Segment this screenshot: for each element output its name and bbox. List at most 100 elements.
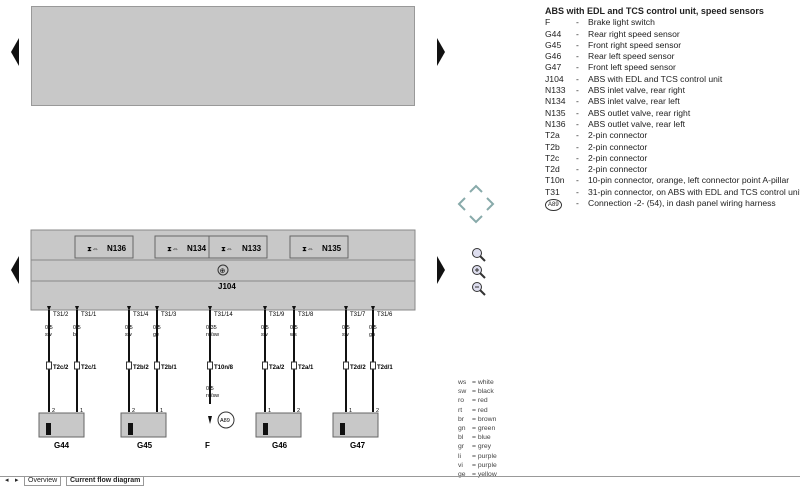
legend-dash: - <box>576 198 579 209</box>
legend-item: T2c-2-pin connector <box>545 153 800 164</box>
color-code-item: ro = red <box>458 396 497 405</box>
legend-dash: - <box>576 28 579 39</box>
zoom-in-icon[interactable] <box>471 264 487 280</box>
legend-description: 2-pin connector <box>588 164 648 175</box>
legend-description: 2-pin connector <box>588 152 648 163</box>
pin-number: 2 <box>52 408 55 414</box>
color-abbr: ro <box>458 397 465 405</box>
legend-code: T2d <box>545 164 560 175</box>
connector-label: T2b/2 <box>133 365 149 371</box>
wire-size: 0,35 <box>206 325 217 331</box>
pin-number: 2 <box>132 408 135 414</box>
legend-code: N135 <box>545 107 566 118</box>
next-page-icon[interactable] <box>437 38 445 66</box>
pin-label: T31/7 <box>350 312 366 318</box>
pin-arrow-icon <box>155 306 159 311</box>
connector-symbol <box>46 361 52 370</box>
pin-arrow-icon <box>47 306 51 311</box>
legend-item: N135-ABS outlet valve, rear right <box>545 108 800 119</box>
wire-color: ro/sw <box>206 393 219 399</box>
color-abbr: gn <box>458 425 466 433</box>
pin-arrow-icon <box>292 306 296 311</box>
component-g44: G44 <box>38 412 85 450</box>
component-label: G45 <box>137 441 153 450</box>
previous-page-icon[interactable] <box>11 38 19 66</box>
legend-dash: - <box>576 118 579 129</box>
valve-label: N133 <box>242 244 262 253</box>
wire-size: 0,5 <box>125 325 133 331</box>
legend-dash: - <box>576 96 579 107</box>
pin-label: T31/14 <box>214 312 233 318</box>
color-code-item: bl= blue <box>458 433 497 442</box>
legend-description: Connection -2- (54), in dash panel wirin… <box>588 198 776 209</box>
connection-a89-circle <box>217 411 235 429</box>
pin-arrow-icon <box>344 306 348 311</box>
tab-current-flow-diagram[interactable]: Current flow diagram <box>66 477 145 486</box>
legend-description: ABS outlet valve, rear left <box>588 118 685 129</box>
svg-text:⧗⇔: ⧗⇔ <box>302 246 314 253</box>
legend-item: G45-Front right speed sensor <box>545 40 800 51</box>
legend-code: N136 <box>545 118 566 129</box>
component-g47: G47 <box>332 412 379 450</box>
component-label: G47 <box>350 441 366 450</box>
wire-color: ro/sw <box>206 332 219 338</box>
connector-label: T2c/1 <box>81 365 97 371</box>
legend-code: T2a <box>545 130 560 141</box>
next-section-icon[interactable] <box>437 256 445 284</box>
legend-item: T10n-10-pin connector, orange, left conn… <box>545 175 800 186</box>
legend-item: A89-Connection -2- (54), in dash panel w… <box>545 198 800 212</box>
ground-symbol: ⊕ <box>220 268 226 275</box>
pin-label: T31/1 <box>81 312 97 318</box>
connector-symbol <box>343 361 349 370</box>
color-code-item: ge= yellow <box>458 470 497 479</box>
pin-number: 1 <box>80 408 83 414</box>
legend-description: 2-pin connector <box>588 141 648 152</box>
valve-label: N136 <box>107 244 127 253</box>
component-f: F <box>205 441 210 450</box>
pin-label: T31/9 <box>269 312 285 318</box>
legend-code: T10n <box>545 175 565 186</box>
valve-n134: ⧗⇔ N134 <box>154 235 214 259</box>
connector-symbol <box>154 361 160 370</box>
color-code-item: ws= white <box>458 378 497 387</box>
tab-scroll-left-icon[interactable]: ◂ <box>5 477 9 484</box>
legend-description: 10-pin connector, orange, left connector… <box>588 175 790 186</box>
wiring-diagram: ⧗⇔ N136 ⧗⇔ N134 ⧗⇔ N133 ⧗⇔ N135 ⊕ J104 T… <box>30 229 416 450</box>
component-label: F <box>205 441 210 450</box>
color-name: = grey <box>472 443 492 451</box>
color-abbr: vi <box>458 461 463 469</box>
legend-code: G45 <box>545 39 562 50</box>
color-name: = black <box>472 388 494 396</box>
pin-arrow-icon <box>208 306 212 311</box>
tab-overview[interactable]: Overview <box>24 477 62 486</box>
legend-description: ABS inlet valve, rear right <box>588 85 685 96</box>
legend-description: Rear right speed sensor <box>588 28 680 39</box>
legend-dash: - <box>576 17 579 28</box>
legend-description: 31-pin connector, on ABS with EDL and TC… <box>588 186 800 197</box>
connection-a89-label: A89 <box>220 418 230 424</box>
color-abbr: ge <box>458 471 466 479</box>
zoom-fit-icon[interactable] <box>471 247 487 263</box>
zoom-out-icon[interactable] <box>471 281 487 297</box>
color-name: = red <box>472 406 488 414</box>
tab-scroll-right-icon[interactable]: ▸ <box>15 477 19 484</box>
component-g45: G45 <box>120 412 167 450</box>
legend-code: G44 <box>545 28 562 39</box>
legend-dash: - <box>576 130 579 141</box>
wire-color: sw <box>45 332 52 338</box>
pin-arrow-icon <box>75 306 79 311</box>
wire-color: gn <box>369 332 375 338</box>
connector-symbol <box>370 361 376 370</box>
legend-item: T2d-2-pin connector <box>545 164 800 175</box>
pin-arrow-icon <box>127 306 131 311</box>
legend-item: T2a-2-pin connector <box>545 130 800 141</box>
previous-section-icon[interactable] <box>11 256 19 284</box>
legend-dash: - <box>576 152 579 163</box>
color-name: = white <box>472 379 494 386</box>
legend-dash: - <box>576 62 579 73</box>
color-name: = red <box>472 397 488 405</box>
connector-symbol <box>262 361 268 370</box>
connector-label: T2d/2 <box>350 365 366 371</box>
pan-arrows-icon[interactable] <box>456 182 496 226</box>
